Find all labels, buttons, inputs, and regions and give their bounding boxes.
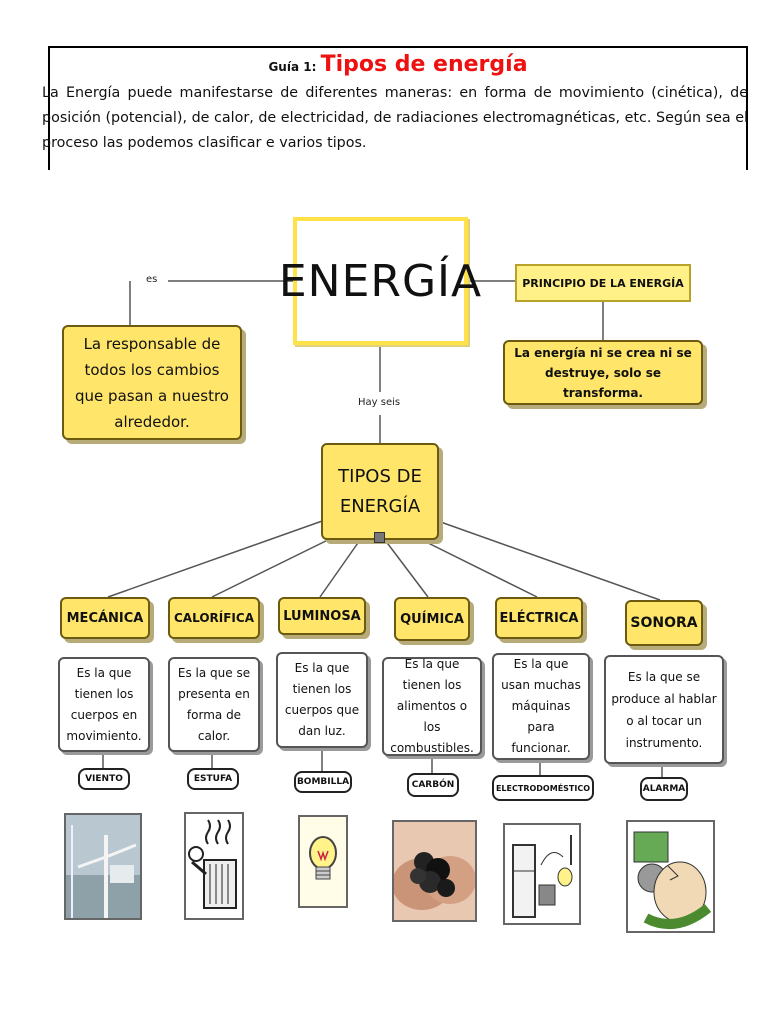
- definition-text: La responsable de todos los cambios que …: [75, 334, 229, 431]
- principle-text: La energía ni se crea ni se destruye, so…: [514, 345, 692, 400]
- type-calorifica-desc-text: Es la que se presenta en forma de calor.: [177, 665, 251, 743]
- type-mecanica-label: MECÁNICA: [66, 610, 144, 626]
- alarm-icon: [626, 820, 715, 933]
- type-sonora-label: SONORA: [630, 615, 698, 631]
- type-luminosa-label: LUMINOSA: [283, 608, 361, 624]
- es-label: es: [146, 274, 158, 285]
- example-carbon-label: CARBÓN: [411, 780, 455, 790]
- principle-title: PRINCIPIO DE LA ENERGÍA: [522, 276, 684, 290]
- type-quimica: QUÍMICA: [394, 597, 470, 641]
- light-bulb-icon: [298, 815, 348, 908]
- type-luminosa: LUMINOSA: [278, 597, 366, 635]
- type-sonora-desc-text: Es la que se produce al hablar o al toca…: [611, 669, 717, 750]
- example-alarma-label: ALARMA: [642, 784, 686, 794]
- type-quimica-desc-text: Es la que tienen los alimentos o los com…: [390, 657, 474, 755]
- types-node: TIPOS DE ENERGÍA: [321, 443, 439, 540]
- small-square-icon: [374, 532, 385, 543]
- type-luminosa-desc-text: Es la que tienen los cuerpos que dan luz…: [284, 661, 360, 738]
- example-viento: VIENTO: [78, 768, 130, 790]
- type-mecanica-desc-text: Es la que tienen los cuerpos en movimien…: [66, 665, 142, 743]
- intro-paragraph: La Energía puede manifestarse de diferen…: [42, 85, 748, 151]
- example-estufa: ESTUFA: [187, 768, 239, 790]
- principle-title-node: PRINCIPIO DE LA ENERGÍA: [515, 264, 691, 302]
- type-electrica: ELÉCTRICA: [495, 597, 583, 639]
- type-sonora-desc: Es la que se produce al hablar o al toca…: [604, 655, 724, 764]
- principle-text-node: La energía ni se crea ni se destruye, so…: [503, 340, 703, 405]
- type-electrica-desc: Es la que usan muchas máquinas para func…: [492, 653, 590, 760]
- example-electrodomestico-label: ELECTRODOMÉSTICO: [495, 783, 591, 793]
- title-line: Guía 1: Tipos de energía: [50, 52, 746, 77]
- type-quimica-label: QUÍMICA: [400, 611, 464, 627]
- wind-turbine-icon: [64, 813, 142, 920]
- example-carbon: CARBÓN: [407, 773, 459, 797]
- hay-seis-label: Hay seis: [358, 397, 401, 408]
- guide-number: Guía 1:: [268, 60, 321, 74]
- appliance-icon: [503, 823, 581, 925]
- energy-center-label: ENERGÍA: [278, 255, 483, 307]
- type-quimica-desc: Es la que tienen los alimentos o los com…: [382, 657, 482, 756]
- example-bombilla-label: BOMBILLA: [296, 777, 350, 787]
- example-alarma: ALARMA: [640, 777, 688, 801]
- type-luminosa-desc: Es la que tienen los cuerpos que dan luz…: [276, 652, 368, 748]
- types-title: TIPOS DE ENERGÍA: [338, 465, 422, 517]
- type-sonora: SONORA: [625, 600, 703, 646]
- definition-node: La responsable de todos los cambios que …: [62, 325, 242, 440]
- type-electrica-label: ELÉCTRICA: [499, 610, 579, 626]
- type-calorifica-label: CALORÍFICA: [174, 611, 254, 625]
- page-title: Tipos de energía: [320, 52, 528, 77]
- example-estufa-label: ESTUFA: [193, 774, 233, 784]
- guide-header: Guía 1: Tipos de energía La Energía pued…: [42, 46, 748, 170]
- type-calorifica-desc: Es la que se presenta en forma de calor.: [168, 657, 260, 752]
- type-mecanica: MECÁNICA: [60, 597, 150, 639]
- coal-icon: [392, 820, 477, 922]
- example-electrodomestico: ELECTRODOMÉSTICO: [492, 775, 594, 801]
- example-bombilla: BOMBILLA: [294, 771, 352, 793]
- heater-icon: [184, 812, 244, 920]
- type-mecanica-desc: Es la que tienen los cuerpos en movimien…: [58, 657, 150, 752]
- type-calorifica: CALORÍFICA: [168, 597, 260, 639]
- type-electrica-desc-text: Es la que usan muchas máquinas para func…: [501, 657, 581, 755]
- energy-center-node: ENERGÍA: [279, 217, 481, 345]
- example-viento-label: VIENTO: [85, 774, 123, 784]
